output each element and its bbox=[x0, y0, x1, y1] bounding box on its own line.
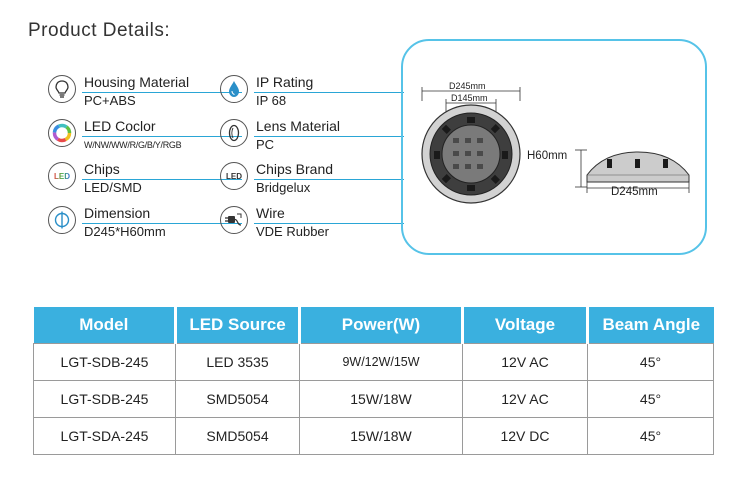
color-ring-icon bbox=[48, 119, 76, 147]
cell-led-source: SMD5054 bbox=[175, 417, 300, 455]
table-row: LGT-SDB-245 LED 3535 9W/12W/15W 12V AC 4… bbox=[33, 343, 714, 381]
table-row: LGT-SDB-245 SMD5054 15W/18W 12V AC 45° bbox=[33, 380, 714, 418]
spec-label: Housing Material bbox=[84, 74, 190, 90]
spec-underline bbox=[82, 136, 242, 138]
spec-ip-rating: IP Rating IP 68 bbox=[220, 73, 404, 109]
page-title: Product Details: bbox=[28, 20, 171, 41]
spec-value: Bridgelux bbox=[256, 180, 311, 195]
spec-value: PC bbox=[256, 137, 275, 152]
cell-power: 15W/18W bbox=[299, 380, 463, 418]
spec-value: VDE Rubber bbox=[256, 224, 329, 239]
cell-power: 15W/18W bbox=[299, 417, 463, 455]
spec-underline bbox=[82, 92, 242, 94]
cell-voltage: 12V DC bbox=[462, 417, 588, 455]
water-drop-icon bbox=[220, 75, 248, 103]
top-inner-dimension: D145mm bbox=[451, 93, 488, 103]
led-icon-text: LED bbox=[226, 171, 242, 181]
cell-voltage: 12V AC bbox=[462, 343, 588, 381]
spec-underline bbox=[254, 179, 404, 181]
spec-housing-material: Housing Material PC+ABS bbox=[48, 73, 242, 109]
cell-voltage: 12V AC bbox=[462, 380, 588, 418]
bulb-icon bbox=[48, 75, 76, 103]
product-drawing bbox=[421, 87, 690, 204]
header-model: Model bbox=[33, 307, 176, 344]
spec-label: Chips bbox=[84, 161, 120, 177]
spec-value: PC+ABS bbox=[84, 93, 136, 108]
plug-icon bbox=[220, 206, 248, 234]
cell-model: LGT-SDA-245 bbox=[33, 417, 176, 455]
spec-label: LED Coclor bbox=[84, 118, 156, 134]
spec-underline bbox=[82, 179, 242, 181]
spec-underline bbox=[254, 223, 404, 225]
dimension-icon bbox=[48, 206, 76, 234]
spec-lens-material: Lens Material PC bbox=[220, 117, 404, 153]
lens-icon bbox=[220, 119, 248, 147]
led-icon: LED bbox=[220, 162, 248, 190]
spec-chips-brand: LED Chips Brand Bridgelux bbox=[220, 160, 404, 196]
side-width-dimension: D245mm bbox=[611, 186, 658, 198]
cell-beam-angle: 45° bbox=[587, 343, 714, 381]
spec-label: IP Rating bbox=[256, 74, 314, 90]
cell-beam-angle: 45° bbox=[587, 417, 714, 455]
spec-wire: Wire VDE Rubber bbox=[220, 204, 404, 240]
led-icon-text: LED bbox=[54, 171, 70, 181]
spec-value: D245*H60mm bbox=[84, 224, 166, 239]
cell-led-source: LED 3535 bbox=[175, 343, 300, 381]
spec-chips: LED Chips LED/SMD bbox=[48, 160, 242, 196]
height-dimension: H60mm bbox=[527, 150, 568, 162]
cell-model: LGT-SDB-245 bbox=[33, 380, 176, 418]
cell-led-source: SMD5054 bbox=[175, 380, 300, 418]
spec-underline bbox=[254, 136, 404, 138]
cell-power: 9W/12W/15W bbox=[299, 343, 463, 381]
spec-value: IP 68 bbox=[256, 93, 287, 108]
led-rgb-icon: LED bbox=[48, 162, 76, 190]
spec-value: LED/SMD bbox=[84, 180, 142, 195]
header-voltage: Voltage bbox=[461, 307, 588, 344]
spec-underline bbox=[254, 92, 404, 94]
cell-beam-angle: 45° bbox=[587, 380, 714, 418]
spec-label: Wire bbox=[256, 205, 285, 221]
table-row: LGT-SDA-245 SMD5054 15W/18W 12V DC 45° bbox=[33, 417, 714, 455]
header-beam-angle: Beam Angle bbox=[586, 307, 714, 344]
header-power: Power(W) bbox=[298, 307, 463, 344]
spec-value: W/NW/WW/R/G/B/Y/RGB bbox=[84, 140, 182, 150]
spec-dimension: Dimension D245*H60mm bbox=[48, 204, 242, 240]
cell-model: LGT-SDB-245 bbox=[33, 343, 176, 381]
top-outer-dimension: D245mm bbox=[449, 81, 486, 91]
header-led-source: LED Source bbox=[174, 307, 300, 344]
spec-table: Model LED Source Power(W) Voltage Beam A… bbox=[33, 307, 714, 455]
spec-label: Dimension bbox=[84, 205, 151, 221]
spec-led-color: LED Coclor W/NW/WW/R/G/B/Y/RGB bbox=[48, 117, 242, 153]
spec-label: Lens Material bbox=[256, 118, 341, 134]
dimension-drawing-panel: D245mm D145mm H60mm D245mm bbox=[401, 39, 707, 255]
spec-underline bbox=[82, 223, 242, 225]
table-header-row: Model LED Source Power(W) Voltage Beam A… bbox=[33, 307, 714, 344]
spec-label: Chips Brand bbox=[256, 161, 334, 177]
